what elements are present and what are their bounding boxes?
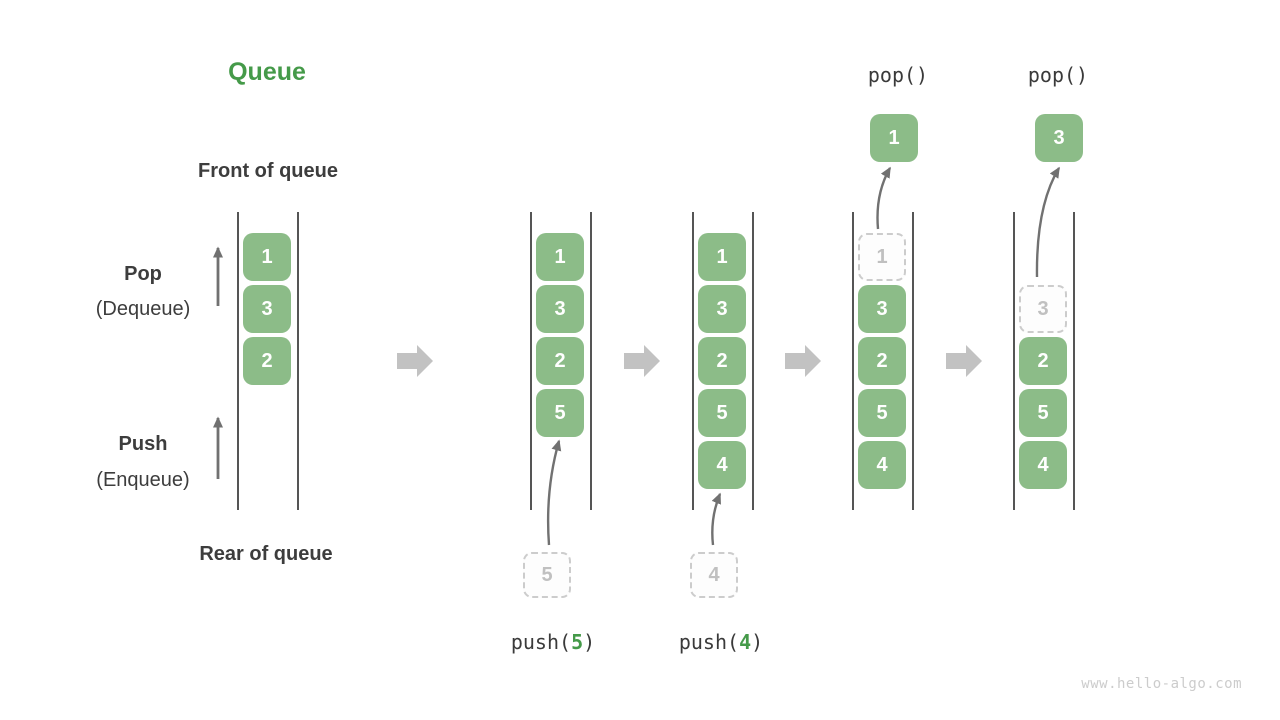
queue-cell: 4 [858,441,906,489]
queue-wall-right [297,212,299,510]
queue-cell: 5 [698,389,746,437]
queue-wall-right [1073,212,1075,510]
push-call-arg: 4 [739,630,752,654]
queue-cell: 1 [536,233,584,281]
push-call-post: ) [583,630,596,654]
queue-wall-left [530,212,532,510]
pop-call-label: pop() [1027,63,1089,87]
queue-cell: 5 [536,389,584,437]
queue-cell: 3 [243,285,291,333]
queue-cell: 2 [698,337,746,385]
queue-cell: 2 [243,337,291,385]
push-call-arg: 5 [571,630,584,654]
pop-call-label: pop() [867,63,929,87]
popped-value-box: 3 [1035,114,1083,162]
dequeue-label: (Dequeue) [95,298,191,320]
diagram-title: Queue [228,58,306,86]
queue-cell: 1 [243,233,291,281]
queue-cell-ghost: 3 [1019,285,1067,333]
watermark: www.hello-algo.com [1081,676,1242,692]
rear-of-queue-label: Rear of queue [199,543,333,565]
push-call-pre: push( [678,630,740,654]
push-call-pre: push( [510,630,572,654]
push-label: Push [118,433,168,455]
queue-wall-left [237,212,239,510]
queue-cell: 1 [698,233,746,281]
queue-cell: 2 [858,337,906,385]
push-call-post: ) [751,630,764,654]
queue-cell: 3 [536,285,584,333]
push-call-label: push(5) [511,630,595,654]
queue-cell: 4 [698,441,746,489]
popped-value-box: 1 [870,114,918,162]
queue-wall-right [752,212,754,510]
push-call-label: push(4) [679,630,763,654]
queue-cell: 5 [858,389,906,437]
queue-wall-left [852,212,854,510]
front-of-queue-label: Front of queue [198,160,338,182]
queue-cell: 2 [536,337,584,385]
queue-cell: 2 [1019,337,1067,385]
queue-cell: 3 [858,285,906,333]
push-staging-box: 5 [523,552,571,598]
queue-wall-right [590,212,592,510]
queue-cell-ghost: 1 [858,233,906,281]
queue-cell: 3 [698,285,746,333]
queue-wall-left [1013,212,1015,510]
queue-wall-right [912,212,914,510]
enqueue-label: (Enqueue) [96,469,190,491]
queue-cell: 4 [1019,441,1067,489]
queue-cell: 5 [1019,389,1067,437]
queue-wall-left [692,212,694,510]
push-staging-box: 4 [690,552,738,598]
pop-label: Pop [124,263,162,285]
